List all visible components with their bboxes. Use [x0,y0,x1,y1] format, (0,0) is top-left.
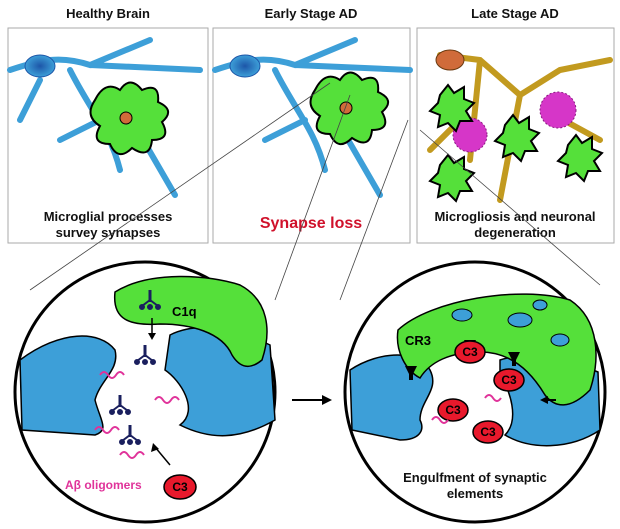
healthy-title: Healthy Brain [66,6,150,21]
right-zoom: C3 C3 C3 C3 [343,260,607,524]
right-c3-label-3: C3 [445,403,461,417]
early-caption: Synapse loss [260,215,362,232]
healthy-microglia [89,81,169,155]
early-neuron [212,37,413,198]
late-caption-2: degeneration [474,225,556,240]
late-plaques [452,91,577,153]
right-c3-label-2: C3 [501,373,517,387]
left-zoom: C3 [13,260,277,524]
c1q-label: C1q [172,304,197,319]
healthy-caption-1: Microglial processes [44,209,173,224]
late-caption-1: Microgliosis and neuronal [434,209,595,224]
right-caption-2: elements [447,486,503,501]
early-title: Early Stage AD [265,6,358,21]
transition-arrowhead [322,395,332,405]
late-microglia [428,83,604,203]
abeta-label: Aβ oligomers [65,478,142,492]
right-c3-label-1: C3 [462,345,478,359]
early-microglia [309,71,389,145]
late-title: Late Stage AD [471,6,559,21]
cr3-label: CR3 [405,333,431,348]
healthy-caption-2: survey synapses [56,225,161,240]
right-c3-label-4: C3 [480,425,496,439]
left-c3-label: C3 [172,480,188,494]
zoom-lines [29,82,601,301]
right-caption-1: Engulfment of synaptic [403,470,547,485]
